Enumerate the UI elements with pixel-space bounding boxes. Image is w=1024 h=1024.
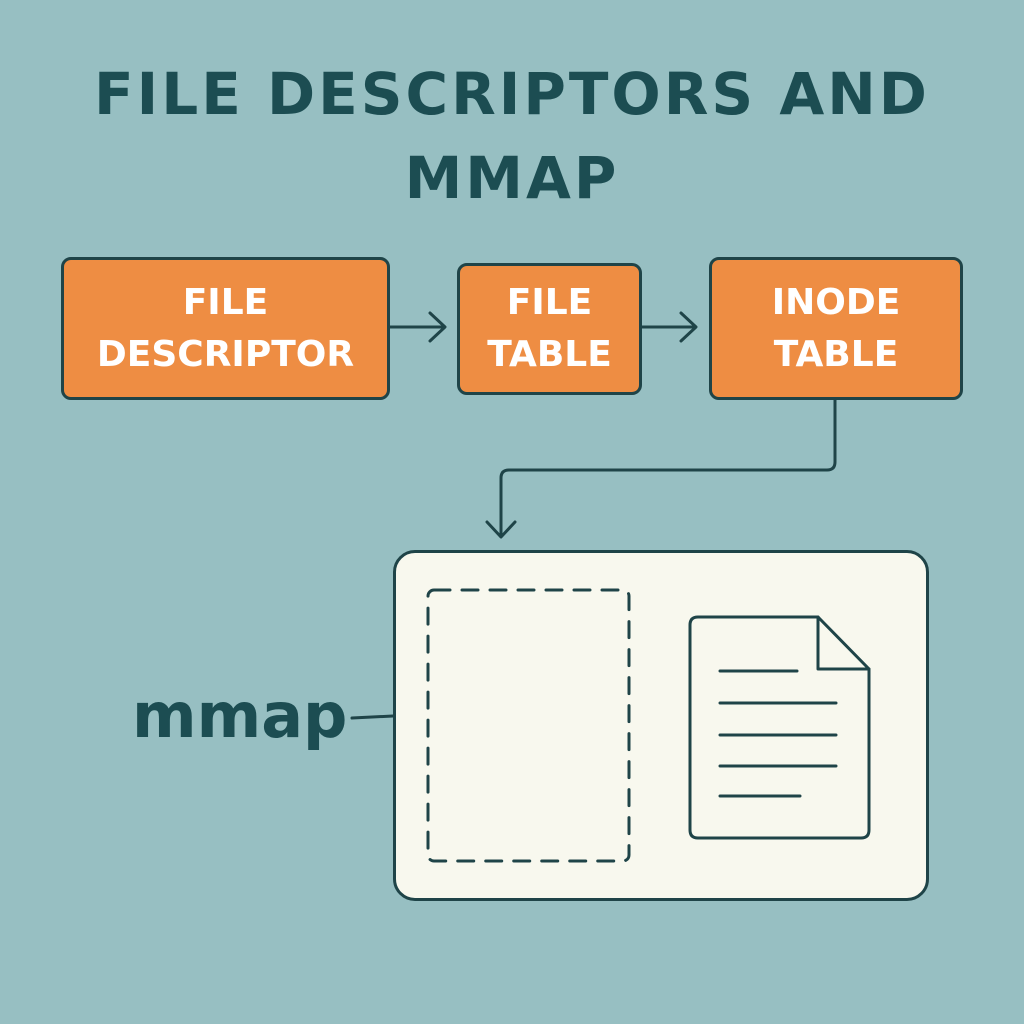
mmap-label: mmap (132, 679, 348, 752)
mmap-leader-line (350, 714, 395, 720)
file-table-box: FILE TABLE (457, 263, 642, 395)
dashed-rectangle-icon (426, 588, 631, 863)
inode-table-box: INODE TABLE (709, 257, 963, 400)
arrow-fd-to-file-table (388, 311, 447, 343)
arrow-inode-table-to-mmap (485, 398, 837, 539)
arrow-file-table-to-inode-table (640, 311, 698, 343)
document-icon (688, 615, 871, 840)
file-descriptor-box: FILE DESCRIPTOR (61, 257, 390, 400)
diagram-title: FILE DESCRIPTORS AND MMAP (94, 60, 930, 212)
